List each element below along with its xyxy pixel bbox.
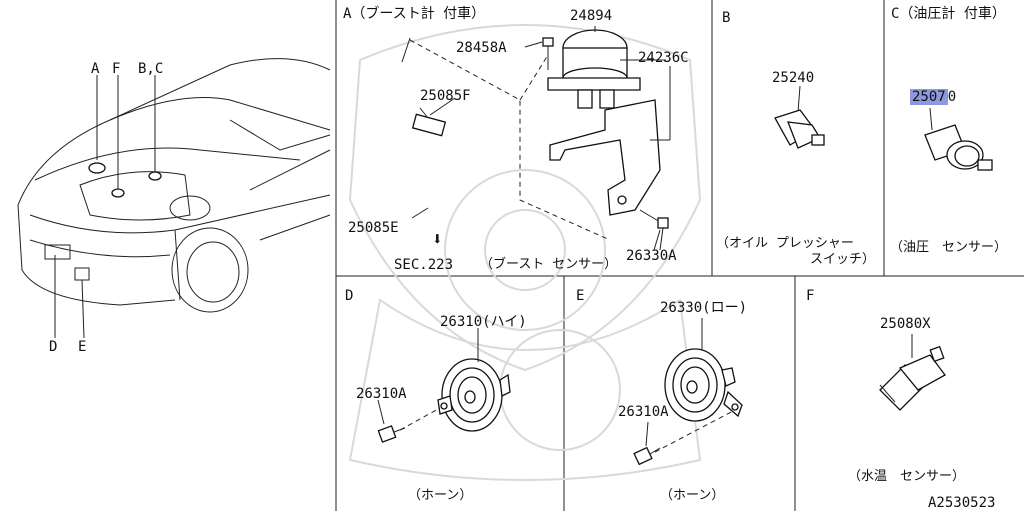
part-28458A[interactable]: 28458A [456,40,507,56]
section-d-artwork [377,328,511,443]
section-b-artwork [774,85,825,149]
part-26330A[interactable]: 26330A [626,248,677,264]
car-outline [17,58,331,339]
part-25240[interactable]: 25240 [772,70,815,86]
part-25085F[interactable]: 25085F [420,88,471,104]
part-25070-highlight: 2507 [910,89,948,105]
part-26310A-d[interactable]: 26310A [356,386,407,402]
car-label-a: A [91,61,100,77]
section-f-artwork [879,334,946,411]
part-26310A-e[interactable]: 26310A [618,404,669,420]
part-24236C[interactable]: 24236C [638,50,689,66]
caption-boost-sensor: （ブースト センサー） [480,257,618,272]
section-c-title: C（油圧計 付車） [891,6,1006,22]
caption-oil-switch-1: （オイル プレッシャー [716,236,854,251]
part-26330[interactable]: 26330(ロー) [660,300,748,316]
part-25070-tail: 0 [947,89,957,105]
part-25080X[interactable]: 25080X [880,316,931,332]
car-label-f: F [112,61,121,77]
section-d-title: D [345,288,354,304]
caption-oil-sensor: （油圧 センサー） [890,240,1008,255]
part-24894[interactable]: 24894 [570,8,613,24]
section-c-artwork [924,107,993,171]
section-e-artwork [633,318,743,466]
part-25085E[interactable]: 25085E [348,220,399,236]
diagram-id: A2530523 [928,495,996,511]
section-e-title: E [576,288,585,304]
caption-water-temp: （水温 センサー） [848,469,966,484]
caption-horn-d: （ホーン） [408,488,473,503]
caption-oil-switch-2: スイッチ） [810,252,876,267]
caption-horn-e: （ホーン） [660,488,725,503]
section-a-title: A（ブースト計 付車） [343,6,486,22]
car-label-d: D [49,339,58,355]
part-26310[interactable]: 26310(ハイ) [440,314,527,330]
panel-grid [335,0,1024,511]
down-arrow-icon: ⬇ [432,229,443,250]
section-a-artwork [397,26,671,251]
car-label-e: E [78,339,87,355]
car-label-bc: B,C [138,61,164,77]
section-f-title: F [806,288,815,304]
section-b-title: B [722,10,731,26]
section-reference[interactable]: SEC.223 [394,257,454,273]
